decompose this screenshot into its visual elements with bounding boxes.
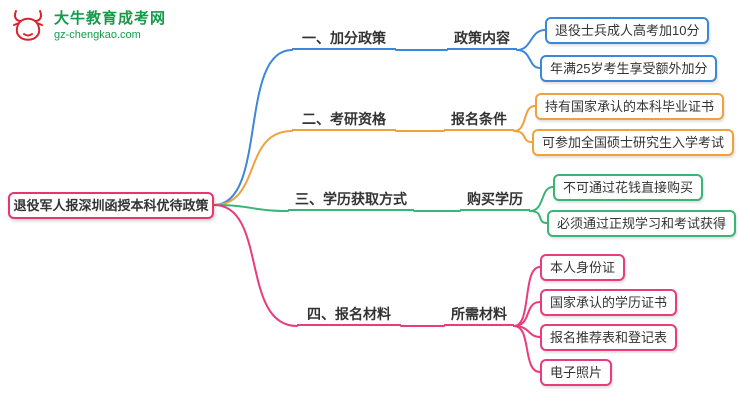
leaf-node: 报名推荐表和登记表 [540,324,678,351]
leaf-node: 退役士兵成人高考加10分 [545,17,710,44]
logo-url: gz-chengkao.com [54,29,141,41]
leaf-node: 持有国家承认的本科毕业证书 [535,93,725,120]
connector-line [213,49,293,206]
branch-label-bonus-policy: 一、加分政策 [292,29,396,50]
connector-line [213,204,289,212]
root-node: 退役军人报深圳函授本科优待政策 [8,192,214,219]
leaf-node: 本人身份证 [540,254,626,281]
branch-sub-label: 报名条件 [444,110,514,131]
leaf-node: 必须通过正规学习和考试获得 [547,210,737,237]
connector-line [513,301,541,327]
branch-sub-label: 所需材料 [444,305,514,326]
logo-bull-icon [13,10,43,41]
leaf-node: 年满25岁考生享受额外加分 [540,55,718,82]
connector-line [513,325,541,373]
connector-line [516,49,541,69]
site-logo: 大牛教育成考网 gz-chengkao.com [8,6,166,46]
leaf-node: 国家承认的学历证书 [540,289,678,316]
logo-title: 大牛教育成考网 [54,10,167,27]
connector-line [213,130,293,206]
connector-line [529,210,548,224]
branch-label-registration-materials: 四、报名材料 [297,305,401,326]
leaf-node: 可参加全国硕士研究生入学考试 [532,129,735,156]
connector-line [213,204,298,327]
connector-line [516,29,546,51]
connector-line [513,130,533,143]
branch-label-degree-acquisition: 三、学历获取方式 [288,190,414,211]
branch-sub-label: 购买学历 [460,190,530,211]
branch-label-postgrad-eligibility: 二、考研资格 [292,110,396,131]
connector-line [529,186,554,212]
leaf-node: 不可通过花钱直接购买 [553,174,704,201]
leaf-node: 电子照片 [540,359,613,386]
branch-sub-label: 政策内容 [447,29,517,50]
connector-line [513,105,536,132]
